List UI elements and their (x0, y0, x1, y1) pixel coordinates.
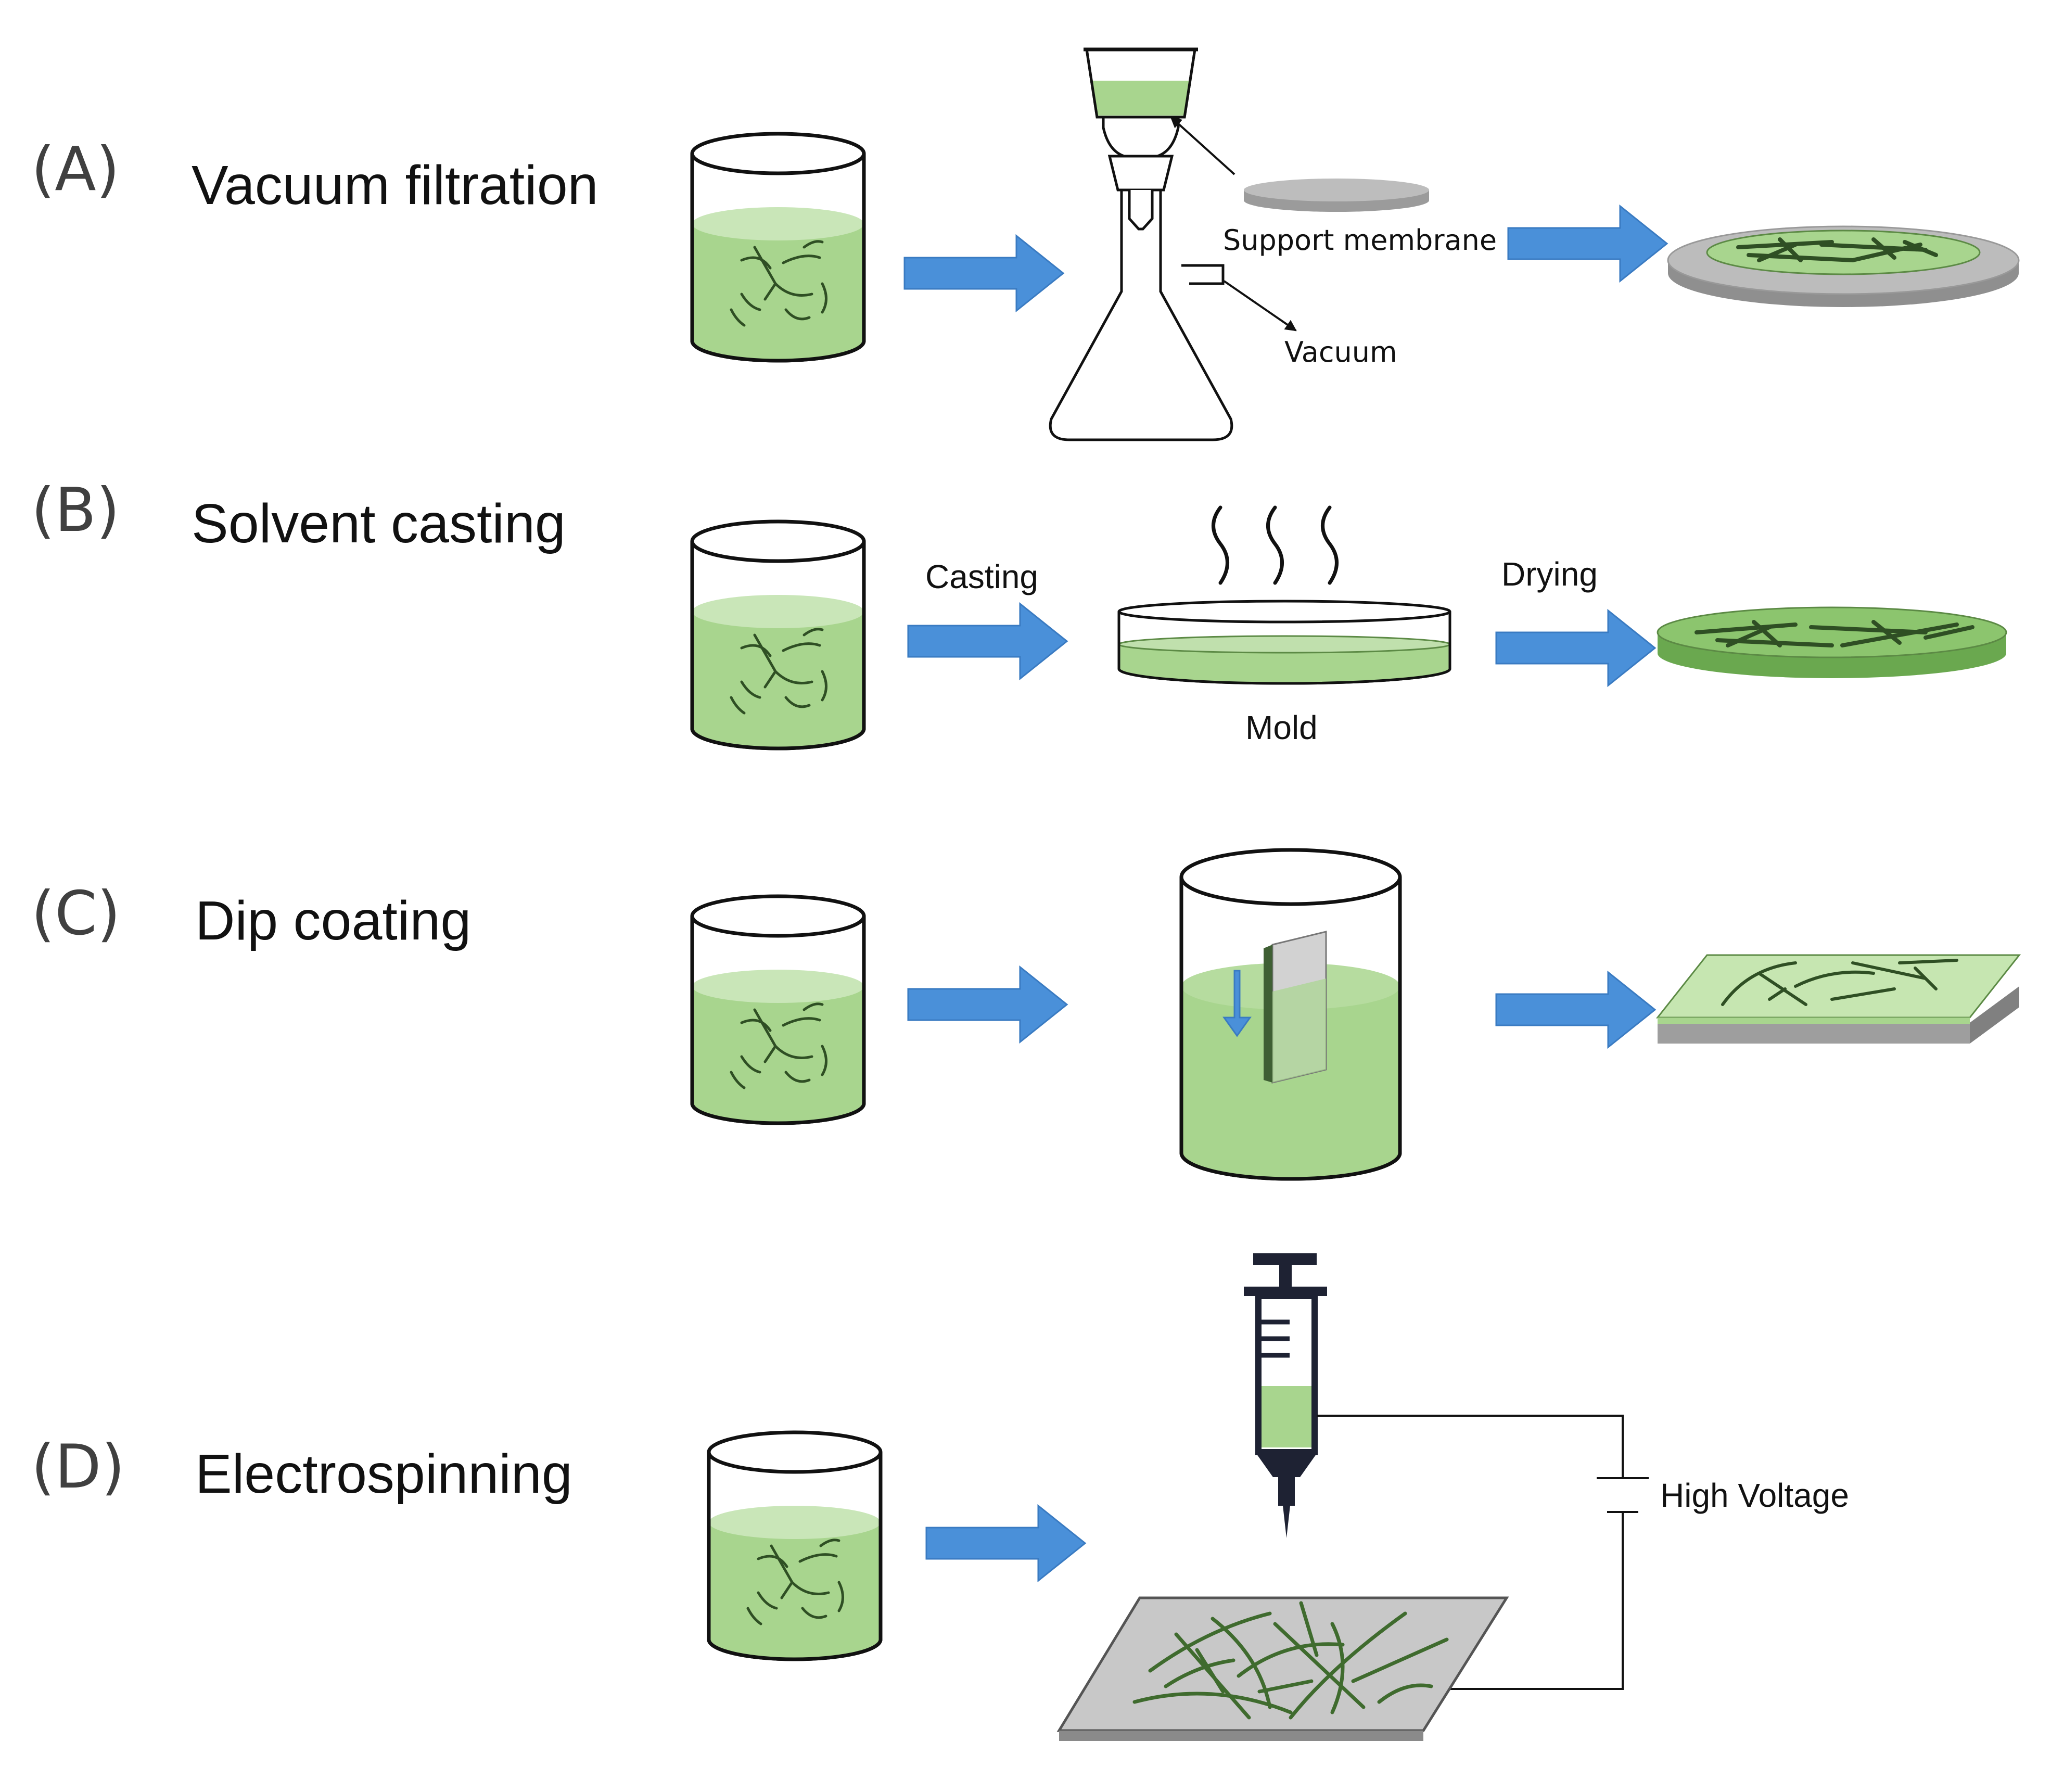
arrow-d-1 (925, 1505, 1086, 1582)
support-membrane-disc (1244, 179, 1429, 212)
arrow-b-1 (907, 603, 1068, 680)
label-vacuum: Vacuum (1284, 336, 1397, 368)
filtered-film-result (1667, 225, 2020, 307)
arrow-a-1 (903, 235, 1064, 312)
panel-c: (C) Dip coating (31, 848, 2021, 1181)
arrow-b-2 (1495, 609, 1656, 687)
panel-b: (B) Solvent casting Casting Mold Drying (31, 475, 2007, 748)
arrow-a-2 (1507, 205, 1668, 282)
arrow-c-2 (1495, 971, 1656, 1048)
panel-a-letter: (A) (31, 134, 120, 205)
arrow-c-1 (907, 966, 1068, 1043)
petri-dish-mold (1117, 600, 1451, 685)
label-drying: Drying (1501, 555, 1598, 593)
coated-substrate-result (1655, 954, 2021, 1044)
panel-d: (D) Electrospinning High (31, 1253, 1849, 1741)
panel-d-title: Electrospinning (195, 1443, 572, 1505)
cast-film-result (1657, 606, 2007, 678)
label-mold: Mold (1245, 709, 1318, 746)
label-high-voltage: High Voltage (1660, 1477, 1849, 1514)
panel-c-letter: (C) (31, 879, 121, 949)
panel-a: (A) Vacuum filtration Support m (31, 47, 2020, 441)
panel-c-title: Dip coating (195, 890, 471, 951)
beaker-d (709, 1432, 881, 1659)
beaker-a (692, 134, 864, 361)
panel-b-letter: (B) (31, 475, 120, 545)
beaker-b (692, 522, 864, 748)
dip-direction-icon (1222, 970, 1252, 1037)
vacuum-pointer (1223, 280, 1297, 332)
dip-beaker (1179, 848, 1402, 1181)
collector-plate (1056, 1596, 1509, 1741)
membrane-pointer (1170, 116, 1235, 175)
syringe-icon (1244, 1253, 1327, 1538)
label-casting: Casting (925, 558, 1038, 595)
panel-d-letter: (D) (31, 1432, 125, 1502)
heat-waves-icon (1212, 505, 1339, 585)
high-voltage-circuit (1317, 1415, 1649, 1690)
label-support-membrane: Support membrane (1223, 224, 1497, 257)
panel-b-title: Solvent casting (192, 493, 566, 554)
panel-a-title: Vacuum filtration (192, 155, 598, 216)
funnel-liquid (1091, 81, 1190, 116)
beaker-c (692, 896, 864, 1123)
